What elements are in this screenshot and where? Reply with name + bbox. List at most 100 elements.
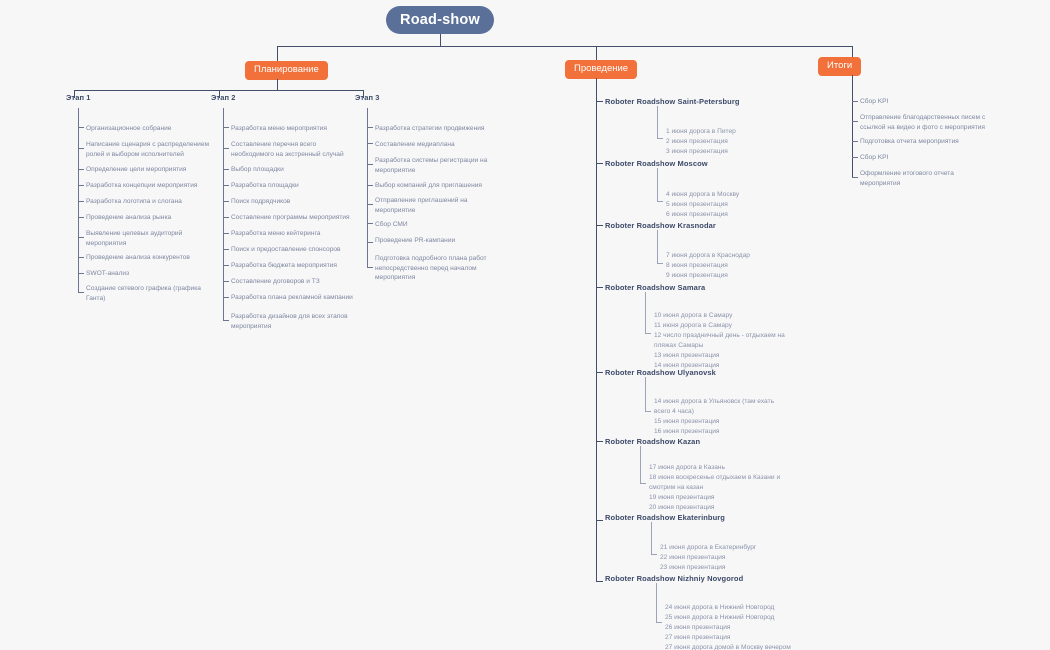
leaf-item[interactable]: Разработка бюджета мероприятия <box>231 262 338 269</box>
stage2-tick <box>223 233 229 234</box>
leaf-item[interactable]: Создание сетевого графика (графика Ганта… <box>86 285 201 302</box>
trunk-to-planning <box>277 46 278 61</box>
leaf-item[interactable]: Сбор СМИ <box>375 221 408 228</box>
city-dates-krasnodar[interactable]: 7 июня дорога в Краснодар 8 июня презент… <box>666 252 750 280</box>
leaf-item[interactable]: Выявление целевых аудиторий мероприятия <box>86 230 183 247</box>
trunk-to-results <box>852 46 853 57</box>
city-dates-ekaterinburg[interactable]: 21 июня дорога в Екатеринбург 22 июня пр… <box>660 544 757 572</box>
leaf-item[interactable]: Составление перечня всего необходимого н… <box>231 141 344 158</box>
city-title-samara[interactable]: Roboter Roadshow Samara <box>605 283 706 292</box>
branch-badge-planning[interactable]: Планирование <box>245 61 328 81</box>
leaf-item[interactable]: Разработка дизайнов для всех этапов меро… <box>231 313 348 330</box>
leaf-item[interactable]: Разработка концепции мероприятия <box>86 182 198 189</box>
stage1-tick <box>78 292 84 293</box>
holding-tick <box>596 372 603 373</box>
leaf-item[interactable]: Разработка системы регистрации на меропр… <box>375 157 488 174</box>
stage3-tick <box>367 267 373 268</box>
city-dates-samara[interactable]: 10 июня дорога в Самару 11 июня дорога в… <box>654 312 785 370</box>
leaf-item[interactable]: Разработка площадки <box>231 182 299 189</box>
city-dates-ulyanovsk[interactable]: 14 июня дорога в Ульяновск (там ехать вс… <box>654 398 775 436</box>
city-dates-nizhniy-novgorod[interactable]: 24 июня дорога в Нижний Новгород 25 июня… <box>665 604 791 650</box>
leaf-item[interactable]: Разработка плана рекламной кампании <box>231 294 353 301</box>
stage2-tick <box>223 201 229 202</box>
holding-tick <box>596 101 603 102</box>
holding-tick <box>596 225 603 226</box>
leaf-item[interactable]: Разработка стратегии продвижения <box>375 125 485 132</box>
holding-tick <box>596 287 603 288</box>
leaf-item[interactable]: Проведение PR-кампании <box>375 237 456 244</box>
city-connector-vertical <box>651 522 652 554</box>
leaf-item[interactable]: SWOT-анализ <box>86 270 130 277</box>
city-connector-vertical <box>657 168 658 201</box>
leaf-item[interactable]: Выбор компаний для приглашения <box>375 182 482 189</box>
city-dates-moscow[interactable]: 4 июня дорога в Москву 5 июня презентаци… <box>666 191 740 219</box>
stage1-tick <box>78 185 84 186</box>
results-tick <box>852 157 858 158</box>
trunk-to-holding <box>596 46 597 60</box>
stage1-spine-tail <box>78 284 79 293</box>
leaf-item[interactable]: Выбор площадки <box>231 166 284 173</box>
city-dates-saint-petersburg[interactable]: 1 июня дорога в Питер 2 июня презентация… <box>666 128 736 156</box>
city-dates-kazan[interactable]: 17 июня дорога в Казань 18 июня воскресе… <box>649 464 781 512</box>
stage2-tick <box>223 297 229 298</box>
city-title-nizhniy-novgorod[interactable]: Roboter Roadshow Nizhniy Novgorod <box>605 574 744 583</box>
leaf-item[interactable]: Подготовка подробного плана работ непоср… <box>375 255 487 282</box>
leaf-item[interactable]: Разработка логотипа и слогана <box>86 198 182 205</box>
leaf-item[interactable]: Организационное собрание <box>86 125 172 132</box>
leaf-item[interactable]: Составление медиаплана <box>375 141 455 148</box>
city-title-ulyanovsk[interactable]: Roboter Roadshow Ulyanovsk <box>605 368 716 377</box>
city-title-ekaterinburg[interactable]: Roboter Roadshow Ekaterinburg <box>605 513 725 522</box>
stage-title-3[interactable]: Этап 3 <box>355 93 380 102</box>
stage1-spine <box>78 108 79 284</box>
stage2-tick <box>223 185 229 186</box>
leaf-item[interactable]: Поиск и предоставление спонсоров <box>231 246 341 253</box>
leaf-item[interactable]: Сбор KPI <box>860 154 889 161</box>
city-title-moscow[interactable]: Roboter Roadshow Moscow <box>605 159 708 168</box>
city-connector-horizontal <box>657 138 663 139</box>
stage-title-1[interactable]: Этап 1 <box>66 93 91 102</box>
branch-badge-holding[interactable]: Проведение <box>565 60 638 80</box>
stage1-tick <box>78 127 84 128</box>
city-title-saint-petersburg[interactable]: Roboter Roadshow Saint-Petersburg <box>605 97 740 106</box>
city-title-krasnodar[interactable]: Roboter Roadshow Krasnodar <box>605 221 716 230</box>
leaf-item[interactable]: Оформление итогового отчета мероприятия <box>860 170 954 187</box>
leaf-item[interactable]: Отправление благодарственных писем с ссы… <box>860 114 986 131</box>
stage3-drop <box>363 90 364 98</box>
city-title-kazan[interactable]: Roboter Roadshow Kazan <box>605 437 701 446</box>
stage-title-2[interactable]: Этап 2 <box>211 93 236 102</box>
leaf-item[interactable]: Отправление приглашений на мероприятие <box>375 197 468 214</box>
results-tick <box>852 141 858 142</box>
stage1-tick <box>78 217 84 218</box>
city-connector-vertical <box>645 292 646 333</box>
leaf-item[interactable]: Проведение анализа рынка <box>86 214 172 221</box>
leaf-item[interactable]: Составление договоров и ТЗ <box>231 278 320 285</box>
leaf-item[interactable]: Поиск подрядчиков <box>231 198 291 205</box>
branch-badge-results[interactable]: Итоги <box>818 57 862 77</box>
stage3-tick <box>367 164 373 165</box>
stage3-tick <box>367 242 373 243</box>
city-connector-horizontal <box>657 201 663 202</box>
stage1-tick <box>78 257 84 258</box>
leaf-item[interactable]: Определение цели мероприятия <box>86 166 187 173</box>
stage2-drop <box>219 90 220 98</box>
leaf-item[interactable]: Составление программы мероприятия <box>231 214 350 221</box>
stage2-tick <box>223 148 229 149</box>
root-node-road-show[interactable]: Road-show <box>386 6 494 34</box>
leaf-item[interactable]: Сбор KPI <box>860 98 889 105</box>
stage2-spine <box>223 108 224 320</box>
leaf-item[interactable]: Проведение анализа конкурентов <box>86 254 190 261</box>
city-connector-vertical <box>657 230 658 263</box>
leaf-item[interactable]: Разработка меню мероприятия <box>231 125 327 132</box>
holding-tick <box>596 441 603 442</box>
city-connector-horizontal <box>640 483 646 484</box>
city-connector-horizontal <box>651 554 657 555</box>
trunk-root-vertical <box>440 34 441 46</box>
leaf-item[interactable]: Разработка меню кейтеринга <box>231 230 321 237</box>
stage2-tick <box>223 217 229 218</box>
stage1-tick <box>78 148 84 149</box>
holding-spine <box>596 78 597 581</box>
leaf-item[interactable]: Написание сценария с распределением роле… <box>86 141 210 158</box>
leaf-item[interactable]: Подготовка отчета мероприятия <box>860 138 959 145</box>
city-connector-horizontal <box>657 263 663 264</box>
city-connector-vertical <box>645 377 646 411</box>
